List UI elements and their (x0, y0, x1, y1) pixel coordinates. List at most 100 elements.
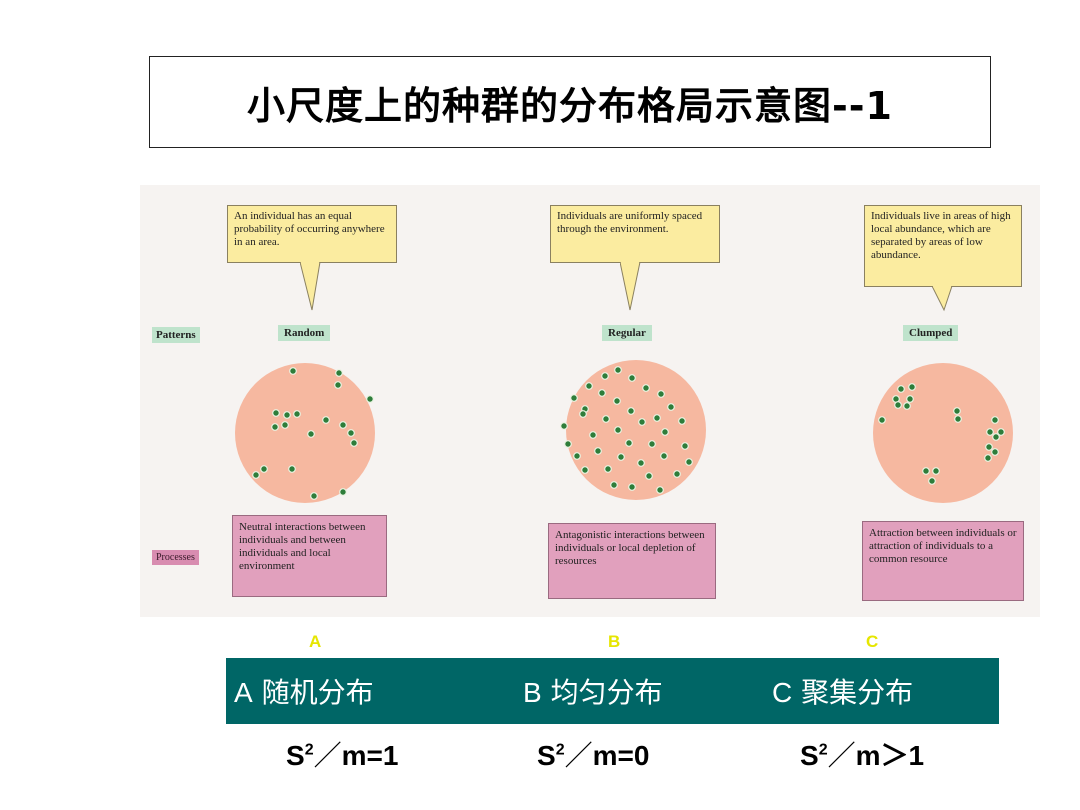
individual-dot-random (272, 424, 279, 431)
individual-dot-regular (682, 443, 689, 450)
individual-dot-regular (574, 453, 581, 460)
individual-dot-regular (586, 383, 593, 390)
letter-a: A (309, 632, 321, 652)
row-label-processes: Processes (152, 550, 199, 565)
individual-dot-random (294, 411, 301, 418)
band-item-random: A 随机分布 (234, 671, 374, 711)
individual-dot-regular (628, 408, 635, 415)
individual-dot-clumped (985, 455, 992, 462)
band-item-uniform: B 均匀分布 (523, 671, 663, 711)
band-text-clumped: 聚集分布 (801, 676, 913, 709)
individual-dot-regular (582, 467, 589, 474)
letter-c: C (866, 632, 878, 652)
band-text-uniform: 均匀分布 (551, 676, 663, 709)
individual-dot-clumped (909, 384, 916, 391)
individual-dot-regular (626, 440, 633, 447)
individual-dot-regular (615, 367, 622, 374)
formula-uniform: S2／m=0 (537, 734, 649, 774)
individual-dot-regular (561, 423, 568, 430)
individual-dot-random (308, 431, 315, 438)
callout-random: An individual has an equal probability o… (227, 205, 397, 263)
individual-dot-regular (649, 441, 656, 448)
distribution-figure: Patterns Processes An individual has an … (140, 185, 1040, 617)
individual-dot-random (340, 422, 347, 429)
habitat-circle-regular (566, 360, 706, 500)
formula-random: S2／m=1 (286, 734, 398, 774)
individual-dot-regular (614, 398, 621, 405)
process-regular: Antagonistic interactions between indivi… (548, 523, 716, 599)
individual-dot-random (261, 466, 268, 473)
individual-dot-random (348, 430, 355, 437)
band-letter-b: B (523, 677, 542, 708)
individual-dot-clumped (986, 444, 993, 451)
process-clumped: Attraction between individuals or attrac… (862, 521, 1024, 601)
individual-dot-clumped (933, 468, 940, 475)
individual-dot-random (340, 489, 347, 496)
individual-dot-random (323, 417, 330, 424)
callout-clumped: Individuals live in areas of high local … (864, 205, 1022, 287)
individual-dot-regular (674, 471, 681, 478)
individual-dot-regular (603, 416, 610, 423)
individual-dot-regular (615, 427, 622, 434)
individual-dot-random (351, 440, 358, 447)
individual-dot-clumped (993, 434, 1000, 441)
individual-dot-clumped (879, 417, 886, 424)
individual-dot-random (253, 472, 260, 479)
individual-dot-regular (571, 395, 578, 402)
individual-dot-regular (643, 385, 650, 392)
individual-dot-clumped (898, 386, 905, 393)
individual-dot-regular (639, 419, 646, 426)
individual-dot-clumped (992, 417, 999, 424)
individual-dot-clumped (987, 429, 994, 436)
callout-pointer-random (300, 262, 324, 312)
letter-b: B (608, 632, 620, 652)
individual-dot-regular (654, 415, 661, 422)
individual-dot-regular (602, 373, 609, 380)
individual-dot-regular (638, 460, 645, 467)
band-letter-a: A (234, 677, 253, 708)
individual-dot-regular (646, 473, 653, 480)
individual-dot-regular (661, 453, 668, 460)
callout-pointer-regular (620, 262, 644, 312)
individual-dot-regular (595, 448, 602, 455)
individual-dot-regular (618, 454, 625, 461)
individual-dot-clumped (929, 478, 936, 485)
individual-dot-clumped (954, 408, 961, 415)
individual-dot-random (273, 410, 280, 417)
individual-dot-random (290, 368, 297, 375)
individual-dot-random (289, 466, 296, 473)
individual-dot-regular (629, 375, 636, 382)
row-label-patterns: Patterns (152, 327, 200, 343)
individual-dot-clumped (907, 396, 914, 403)
process-random: Neutral interactions between individuals… (232, 515, 387, 597)
formula-clumped: S2／m＞1 (800, 734, 924, 774)
individual-dot-clumped (904, 403, 911, 410)
individual-dot-regular (605, 466, 612, 473)
individual-dot-regular (629, 484, 636, 491)
pattern-tag-regular: Regular (602, 325, 652, 341)
individual-dot-clumped (992, 449, 999, 456)
individual-dot-regular (599, 390, 606, 397)
individual-dot-regular (662, 429, 669, 436)
callout-regular: Individuals are uniformly spaced through… (550, 205, 720, 263)
individual-dot-random (367, 396, 374, 403)
distribution-types-band: A 随机分布 B 均匀分布 C 聚集分布 (226, 658, 999, 724)
pattern-tag-clumped: Clumped (903, 325, 958, 341)
individual-dot-random (336, 370, 343, 377)
band-item-clumped: C 聚集分布 (772, 671, 913, 711)
callout-pointer-clumped (932, 286, 956, 312)
individual-dot-clumped (955, 416, 962, 423)
individual-dot-regular (580, 411, 587, 418)
individual-dot-random (282, 422, 289, 429)
pattern-tag-random: Random (278, 325, 330, 341)
individual-dot-regular (565, 441, 572, 448)
individual-dot-regular (611, 482, 618, 489)
band-letter-c: C (772, 677, 792, 708)
individual-dot-random (284, 412, 291, 419)
individual-dot-regular (658, 391, 665, 398)
individual-dot-regular (679, 418, 686, 425)
individual-dot-regular (686, 459, 693, 466)
individual-dot-random (335, 382, 342, 389)
title-box: 小尺度上的种群的分布格局示意图--1 (149, 56, 991, 148)
individual-dot-clumped (923, 468, 930, 475)
